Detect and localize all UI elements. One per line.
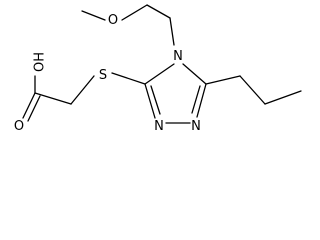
bond-methyl-oxygen (81, 10, 106, 21)
atom-label-hydroxyl: OH (33, 52, 48, 72)
bond-ring-sulfur (111, 72, 146, 85)
bond-propyl-middle (239, 75, 266, 105)
bond-ch2-carboxyl (34, 92, 72, 105)
bond-oxygen-ch2 (121, 4, 148, 21)
molecule-structure: O N S N N OH O (14, 4, 302, 134)
atom-label-nitrogen-1: N (154, 119, 164, 134)
bond-n4-c5 (144, 63, 175, 85)
bond-ring-propyl (205, 75, 241, 85)
bond-propyl-end (264, 90, 302, 105)
atom-label-nitrogen-2: N (191, 119, 201, 134)
bond-ch2-n4 (169, 17, 175, 46)
bond-n2-c3-double (191, 85, 201, 114)
atom-label-sulfur: S (99, 68, 107, 83)
bond-c5-n1 (144, 83, 156, 119)
bond-n2-c3 (196, 83, 207, 118)
bond-c5-n1-double (150, 85, 161, 115)
atom-labels: O N S N N OH O (14, 13, 201, 134)
bond-sulfur-ch2 (70, 75, 95, 105)
bond-lines (22, 4, 302, 124)
bond-c3-n4 (182, 63, 207, 85)
atom-label-oxygen-ether: O (108, 13, 118, 28)
bond-ethylene (146, 4, 171, 19)
atom-label-carbonyl-oxygen: O (14, 119, 24, 134)
atom-label-nitrogen-4: N (173, 49, 183, 64)
bond-carbonyl-a (22, 92, 36, 119)
bond-carbonyl-b (27, 95, 41, 122)
